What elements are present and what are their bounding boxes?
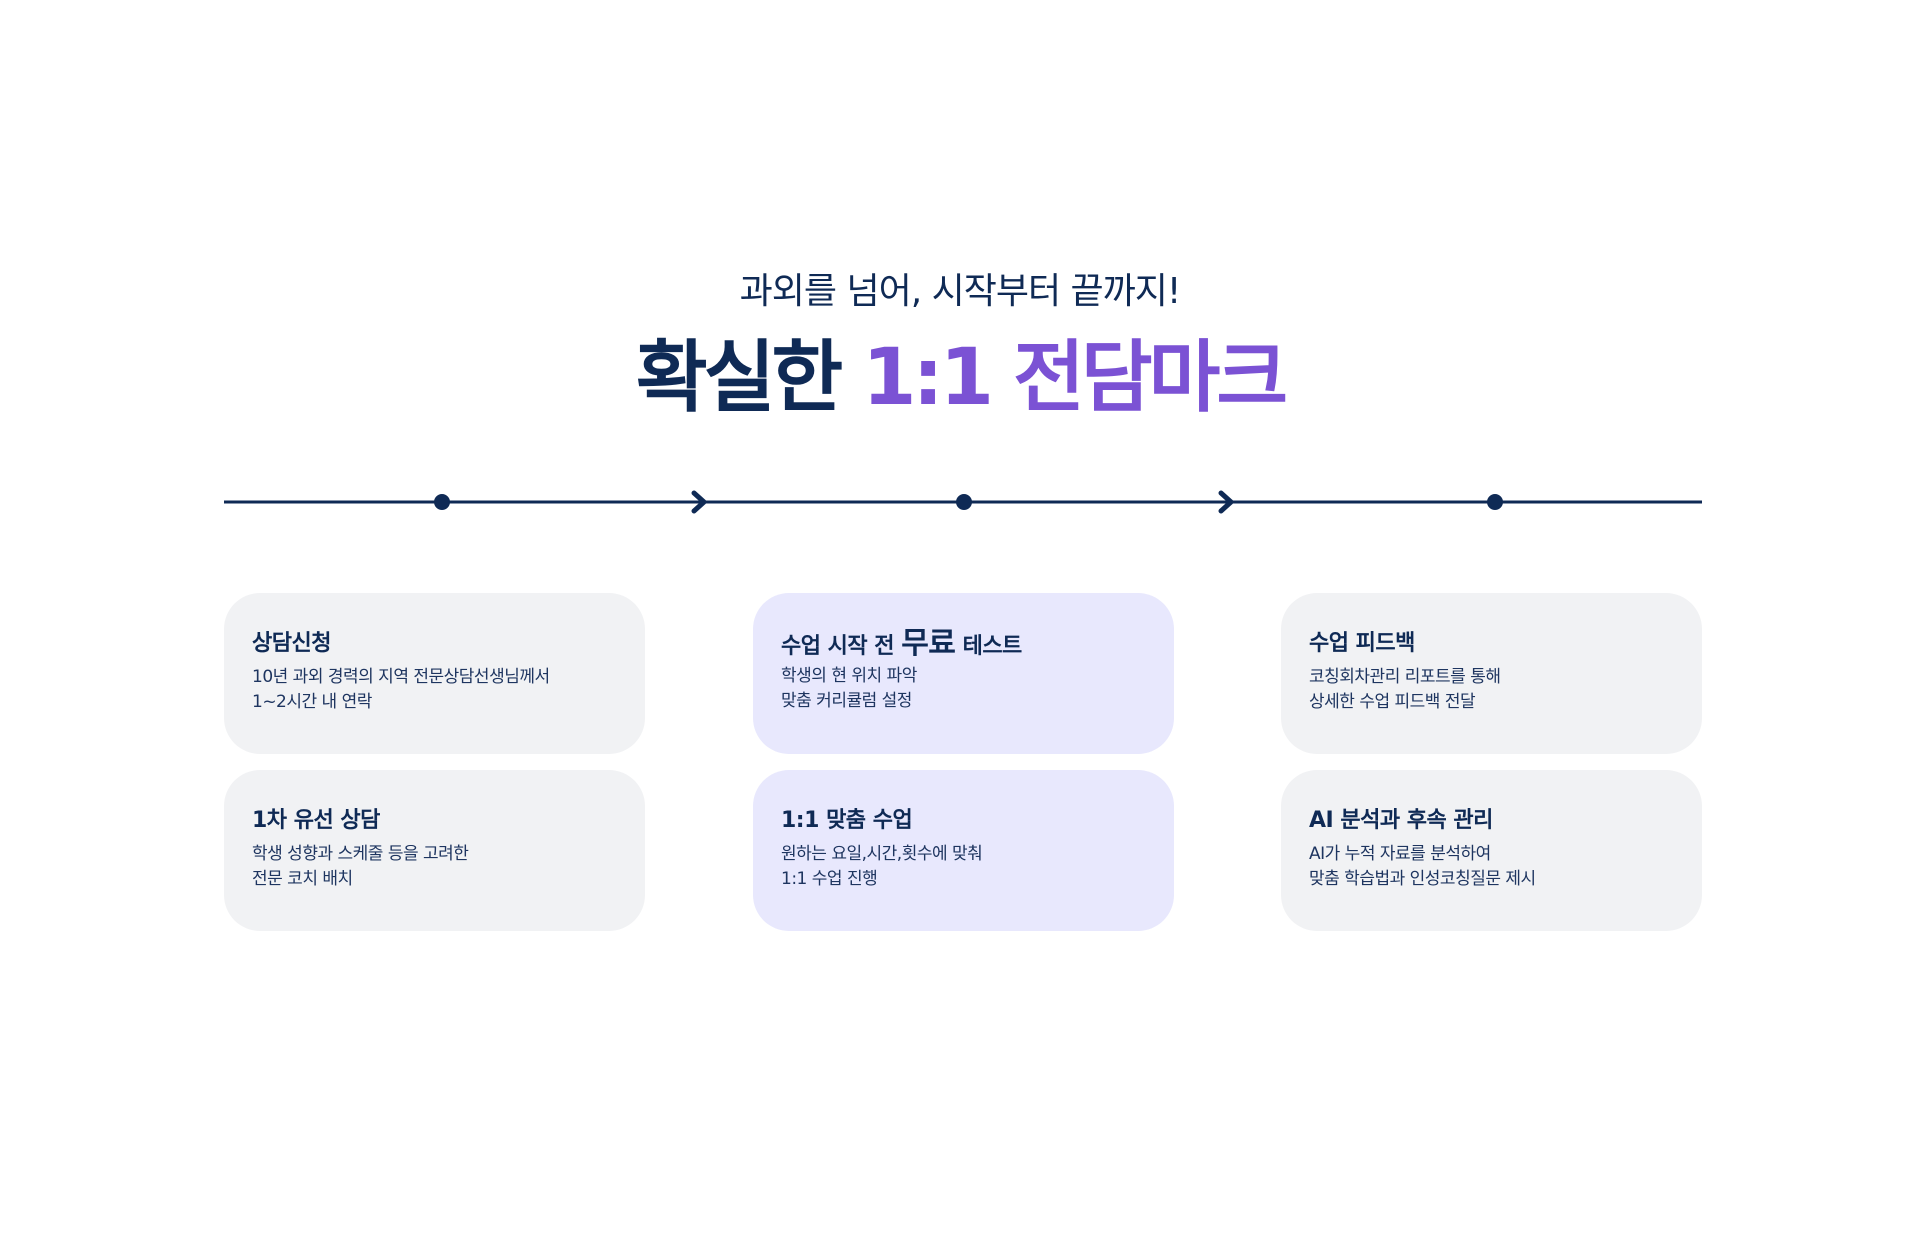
card-title: 수업 시작 전 무료 테스트 <box>781 629 1146 662</box>
timeline <box>224 490 1702 514</box>
card-title: 1:1 맞춤 수업 <box>781 808 913 833</box>
card-line: 1~2시간 내 연락 <box>252 692 372 712</box>
title-part1: 확실한 <box>635 333 843 423</box>
card-line: 상세한 수업 피드백 전달 <box>1309 692 1476 712</box>
timeline-dot <box>956 494 972 510</box>
card-phone-consult: 1차 유선 상담 학생 성향과 스케줄 등을 고려한 전문 코치 배치 <box>224 770 645 931</box>
card-feedback: 수업 피드백 코칭회차관리 리포트를 통해 상세한 수업 피드백 전달 <box>1281 593 1702 754</box>
card-line: 맞춤 커리큘럼 설정 <box>781 691 912 711</box>
card-title: 상담신청 <box>252 631 331 656</box>
arrow-right-icon <box>1218 490 1234 514</box>
card-line: 학생 성향과 스케줄 등을 고려한 <box>252 844 469 864</box>
timeline-dot <box>1487 494 1503 510</box>
card-title: 1차 유선 상담 <box>252 808 380 833</box>
card-line: 코칭회차관리 리포트를 통해 <box>1309 667 1501 687</box>
card-title: AI 분석과 후속 관리 <box>1309 808 1493 833</box>
card-line: AI가 누적 자료를 분석하여 <box>1309 844 1491 864</box>
arrow-right-icon <box>691 490 707 514</box>
card-ai-analysis: AI 분석과 후속 관리 AI가 누적 자료를 분석하여 맞춤 학습법과 인성코… <box>1281 770 1702 931</box>
card-line: 학생의 현 위치 파악 <box>781 666 917 686</box>
card-free-test: 수업 시작 전 무료 테스트 학생의 현 위치 파악 맞춤 커리큘럼 설정 <box>753 593 1174 754</box>
card-custom-class: 1:1 맞춤 수업 원하는 요일,시간,횟수에 맞춰 1:1 수업 진행 <box>753 770 1174 931</box>
card-line: 전문 코치 배치 <box>252 869 353 889</box>
title-emph: 무료 <box>901 626 956 661</box>
title-part2: 1:1 전담마크 <box>862 333 1288 423</box>
card-consult-request: 상담신청 10년 과외 경력의 지역 전문상담선생님께서 1~2시간 내 연락 <box>224 593 645 754</box>
card-title: 수업 피드백 <box>1309 631 1415 656</box>
card-line: 1:1 수업 진행 <box>781 869 878 889</box>
card-line: 10년 과외 경력의 지역 전문상담선생님께서 <box>252 667 550 687</box>
title-post: 테스트 <box>962 634 1023 659</box>
timeline-dot <box>434 494 450 510</box>
title-pre: 수업 시작 전 <box>781 634 895 659</box>
page-title: 확실한 1:1 전담마크 <box>0 315 1920 427</box>
card-line: 맞춤 학습법과 인성코칭질문 제시 <box>1309 869 1536 889</box>
subtitle: 과외를 넘어, 시작부터 끝까지! <box>739 271 1182 312</box>
card-line: 원하는 요일,시간,횟수에 맞춰 <box>781 844 983 864</box>
